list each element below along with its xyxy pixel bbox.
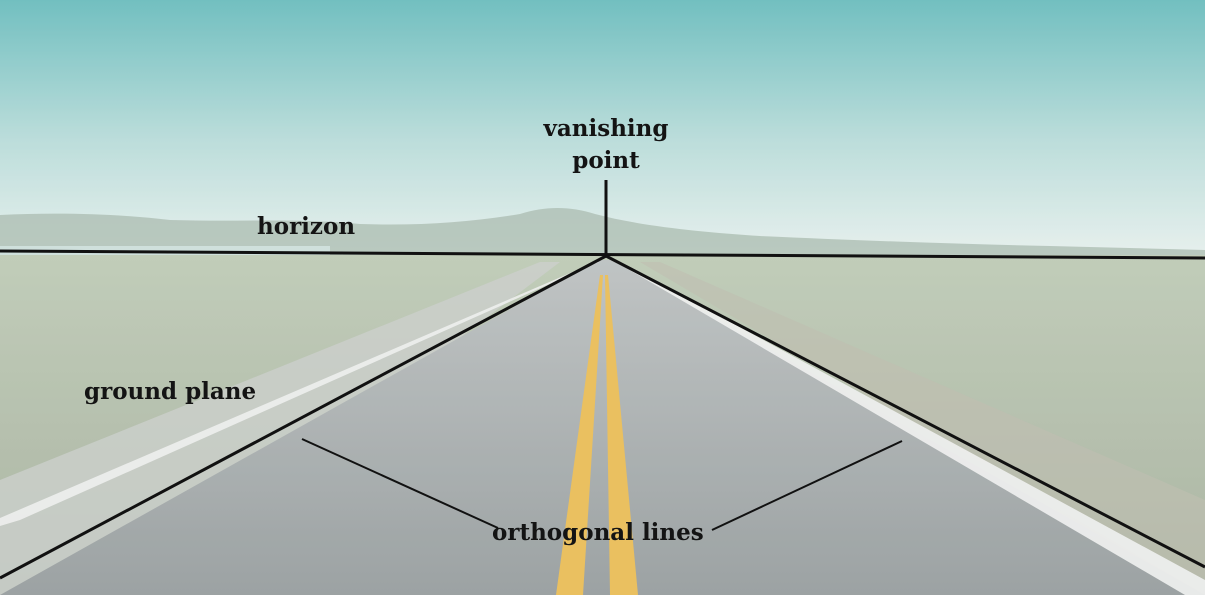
right-edge-line — [616, 262, 1205, 595]
orthogonal-left-edge — [0, 254, 607, 580]
horizon-label: horizon — [257, 213, 356, 240]
orthogonal-pointer-right — [711, 440, 903, 531]
distant-treeline — [0, 208, 1205, 258]
orthogonal-right-edge — [605, 254, 1205, 569]
vanishing-point-label-line1: vanishing — [543, 115, 669, 142]
horizon-line — [0, 249, 1205, 260]
road — [0, 260, 1205, 595]
left-edge-line — [0, 262, 599, 526]
vanishing-point-label-line2: point — [572, 147, 640, 174]
orthogonal-lines-label: orthogonal lines — [492, 519, 704, 546]
vanishing-point-label: vanishing point — [536, 113, 676, 177]
orthogonal-pointer-left — [301, 438, 499, 529]
center-line-left — [556, 275, 603, 595]
sky — [0, 0, 1205, 255]
ground-plane-label: ground plane — [84, 378, 257, 405]
center-line-right — [605, 275, 638, 595]
